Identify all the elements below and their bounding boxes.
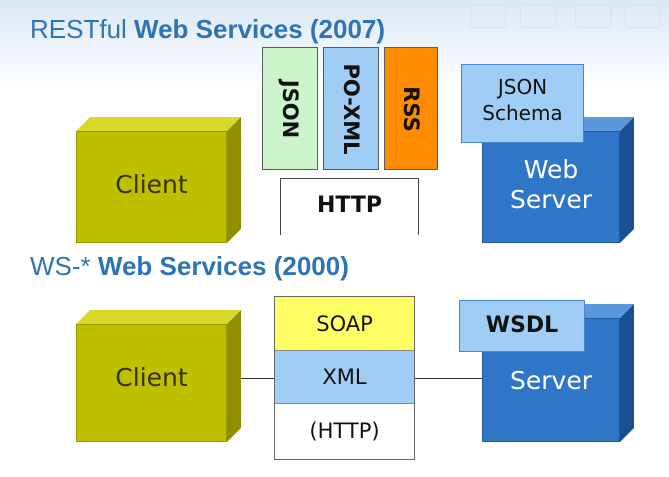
restful-client-label: Client xyxy=(115,170,188,199)
web-server-label-line2: Server xyxy=(510,184,592,214)
banner-decoration xyxy=(520,4,556,28)
restful-web-server-label: Web Server xyxy=(482,155,620,214)
po-xml-format-card: PO-XML xyxy=(323,47,379,170)
web-server-label-line1: Web xyxy=(523,155,579,184)
wsstar-client-box: Client xyxy=(76,310,241,442)
wsstar-server-label: Server xyxy=(510,366,592,395)
json-format-label: JSON xyxy=(278,79,302,138)
wsdl-tag: WSDL xyxy=(459,300,585,352)
stack-to-server-connector xyxy=(415,378,485,379)
wsstar-heading-prefix: WS-* xyxy=(30,251,98,281)
po-xml-format-label: PO-XML xyxy=(339,62,363,155)
json-schema-tag: JSON Schema xyxy=(461,64,584,143)
client-to-stack-connector xyxy=(228,378,275,379)
json-schema-tag-line1: JSON xyxy=(497,75,548,99)
json-schema-tag-line2: Schema xyxy=(482,101,563,125)
soap-layer: SOAP xyxy=(275,297,414,351)
json-format-card: JSON xyxy=(262,47,318,170)
ws-protocol-stack: SOAP XML (HTTP) xyxy=(274,296,415,460)
xml-layer: XML xyxy=(275,351,414,404)
banner-decoration xyxy=(575,4,611,28)
restful-heading: RESTful Web Services (2007) xyxy=(30,16,385,42)
banner-decoration xyxy=(625,4,661,28)
restful-heading-bold: Web Services (2007) xyxy=(134,14,386,44)
rss-format-card: RSS xyxy=(384,47,438,170)
restful-client-box: Client xyxy=(76,117,241,243)
rss-format-label: RSS xyxy=(399,85,423,132)
restful-web-server-box: Web Server xyxy=(482,117,634,243)
http-layer: (HTTP) xyxy=(275,404,414,459)
restful-heading-prefix: RESTful xyxy=(30,14,135,44)
wsdl-tag-label: WSDL xyxy=(485,313,559,338)
http-transport-label: HTTP xyxy=(316,193,383,218)
wsstar-heading: WS-* Web Services (2000) xyxy=(30,253,349,279)
banner-decoration xyxy=(470,4,506,28)
wsstar-client-label: Client xyxy=(115,363,188,392)
wsstar-heading-bold: Web Services (2000) xyxy=(97,251,349,281)
http-transport-box: HTTP xyxy=(280,178,419,235)
